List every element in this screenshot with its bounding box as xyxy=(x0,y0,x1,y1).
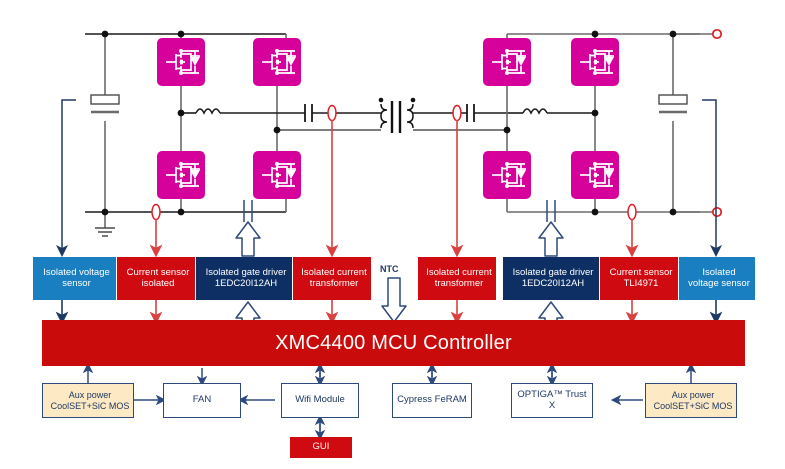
box-line1: Isolated current xyxy=(301,266,367,278)
box-line1: Isolated voltage xyxy=(43,266,110,278)
box-line1: Isolated gate driver xyxy=(512,266,594,278)
box-line1: Current sensor xyxy=(609,266,673,278)
xmc4400-mcu-controller-bar[interactable]: XMC4400 MCU Controller xyxy=(42,320,745,366)
optiga-trust-x[interactable]: OPTIGA™ Trust X xyxy=(511,383,593,418)
mosfet-q1-left-high xyxy=(157,38,205,86)
gate-drive-hollow-arrow-left-upper xyxy=(235,221,261,257)
mcu-label: XMC4400 MCU Controller xyxy=(275,331,512,354)
fan[interactable]: FAN xyxy=(163,383,241,418)
mosfet-q4-left-low xyxy=(253,151,301,199)
mosfet-q3-left-low xyxy=(157,151,205,199)
ntc-label: NTC xyxy=(380,264,399,274)
cypress-feram[interactable]: Cypress FeRAM xyxy=(392,383,472,418)
box-line1: Aux power xyxy=(68,390,112,401)
box-line1: Aux power xyxy=(671,390,715,401)
box-line2: transformer xyxy=(309,277,359,289)
mosfet-q5-right-high xyxy=(483,38,531,86)
box-line1: Isolated xyxy=(702,266,736,278)
box-line2: CoolSET+SiC MOS xyxy=(50,400,130,411)
box-line2: CoolSET+SiC MOS xyxy=(653,400,733,411)
box-line1: Wifi Module xyxy=(295,394,345,406)
box-line2: isolated xyxy=(141,277,175,289)
box-line2: 1EDC20I12AH xyxy=(214,277,278,289)
mosfet-q8-right-low xyxy=(571,151,619,199)
box-line1: Current sensor xyxy=(126,266,190,278)
mosfet-q2-left-high xyxy=(253,38,301,86)
gate-drive-hollow-arrow-right-upper xyxy=(538,221,564,257)
box-line2: sensor xyxy=(62,277,91,289)
box-line2: 1EDC20I12AH xyxy=(521,277,585,289)
box-line2: TLI4971 xyxy=(623,277,659,289)
box-line1: FAN xyxy=(192,394,212,406)
box-line1: Cypress FeRAM xyxy=(397,394,467,406)
box-line1: Isolated current xyxy=(426,266,492,278)
wifi-module[interactable]: Wifi Module xyxy=(281,383,359,418)
mosfet-q6-right-high xyxy=(571,38,619,86)
gui[interactable]: GUI xyxy=(290,437,352,458)
mosfet-q7-right-low xyxy=(483,151,531,199)
ntc-hollow-arrow xyxy=(381,277,407,323)
box-line2: voltage sensor xyxy=(688,277,750,289)
box-line1: OPTIGA™ Trust X xyxy=(517,388,587,411)
box-line2: transformer xyxy=(434,277,484,289)
gui-label: GUI xyxy=(312,441,330,453)
box-line1: Isolated gate driver xyxy=(205,266,287,278)
